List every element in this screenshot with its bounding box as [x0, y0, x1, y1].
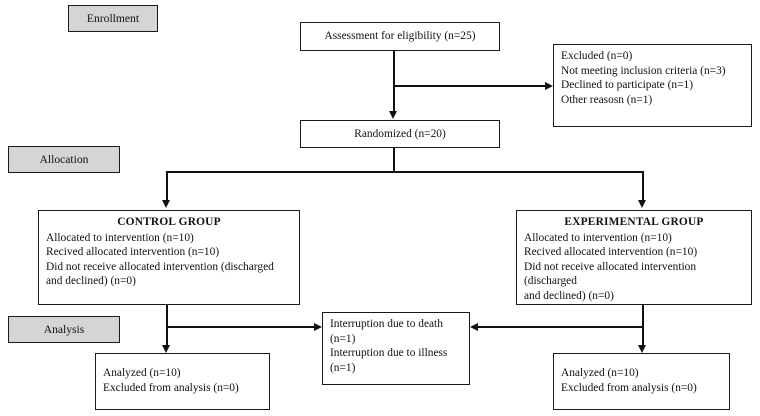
- experimental-analyzed-box: Analyzed (n=10) Excluded from analysis (…: [553, 353, 730, 410]
- stage-label-analysis-text: Analysis: [43, 323, 85, 336]
- interruption-line-3: Interruption due to illness: [330, 347, 448, 360]
- randomized-text: Randomized (n=20): [354, 127, 446, 140]
- arrowhead-control-to-analyzed: [162, 345, 170, 353]
- control-group-line-2: Recived allocated intervention (n=10): [46, 246, 220, 259]
- stage-label-analysis: Analysis: [8, 316, 120, 343]
- control-group-line-1: Allocated to intervention (n=10): [46, 231, 194, 244]
- control-analyzed-line-2: Excluded from analysis (n=0): [103, 381, 239, 394]
- experimental-group-line-4: and declined) (n=0): [524, 289, 614, 302]
- arrowhead-assessment-to-randomized: [389, 111, 397, 119]
- connector-experimental-to-interruption: [478, 326, 644, 328]
- connector-randomized-to-experimental: [642, 171, 644, 201]
- stage-label-allocation-text: Allocation: [39, 153, 89, 166]
- experimental-analyzed-line-2: Excluded from analysis (n=0): [561, 381, 697, 394]
- control-group-title: CONTROL GROUP: [117, 216, 221, 228]
- control-analyzed-line-1: Analyzed (n=10): [103, 367, 181, 379]
- control-group-box: CONTROL GROUP Allocated to intervention …: [38, 210, 300, 305]
- stage-label-allocation: Allocation: [8, 146, 120, 173]
- stage-label-enrollment-text: Enrollment: [86, 12, 140, 25]
- control-group-line-3: Did not receive allocated intervention (…: [46, 260, 274, 273]
- excluded-line-1: Excluded (n=0): [561, 50, 633, 62]
- experimental-group-line-1: Allocated to intervention (n=10): [524, 231, 672, 244]
- arrowhead-randomized-to-control: [162, 200, 170, 208]
- interruption-box: Interruption due to death (n=1) Interrup…: [322, 312, 470, 385]
- excluded-line-4: Other reasosn (n=1): [561, 93, 653, 106]
- arrowhead-experimental-to-interruption: [470, 323, 478, 331]
- control-group-line-4: and declined) (n=0): [46, 275, 136, 288]
- excluded-line-3: Declined to participate (n=1): [561, 79, 693, 92]
- experimental-group-box: EXPERIMENTAL GROUP Allocated to interven…: [516, 210, 752, 305]
- arrowhead-control-to-interruption: [314, 323, 322, 331]
- interruption-line-1: Interruption due to death: [330, 318, 443, 330]
- connector-randomized-split: [166, 171, 644, 173]
- experimental-analyzed-line-1: Analyzed (n=10): [561, 367, 639, 379]
- experimental-group-line-3: Did not receive allocated intervention (…: [524, 260, 697, 288]
- interruption-line-4: (n=1): [330, 361, 356, 374]
- excluded-box: Excluded (n=0) Not meeting inclusion cri…: [553, 44, 752, 127]
- connector-randomized-to-control: [166, 171, 168, 201]
- excluded-line-2: Not meeting inclusion criteria (n=3): [561, 64, 726, 77]
- connector-assessment-to-excluded: [393, 85, 545, 87]
- arrowhead-assessment-to-excluded: [545, 82, 553, 90]
- randomized-box: Randomized (n=20): [300, 120, 500, 148]
- control-analyzed-box: Analyzed (n=10) Excluded from analysis (…: [95, 353, 270, 410]
- assessment-for-eligibility-box: Assessment for eligibility (n=25): [300, 22, 500, 51]
- arrowhead-randomized-to-experimental: [638, 200, 646, 208]
- connector-randomized-stem: [393, 148, 395, 173]
- connector-assessment-to-randomized: [393, 51, 395, 112]
- experimental-group-title: EXPERIMENTAL GROUP: [564, 216, 704, 228]
- stage-label-enrollment: Enrollment: [68, 5, 158, 32]
- assessment-for-eligibility-text: Assessment for eligibility (n=25): [324, 30, 476, 43]
- arrowhead-experimental-to-analyzed: [638, 345, 646, 353]
- connector-control-to-interruption: [166, 326, 314, 328]
- interruption-line-2: (n=1): [330, 332, 356, 345]
- experimental-group-line-2: Recived allocated intervention (n=10): [524, 246, 698, 259]
